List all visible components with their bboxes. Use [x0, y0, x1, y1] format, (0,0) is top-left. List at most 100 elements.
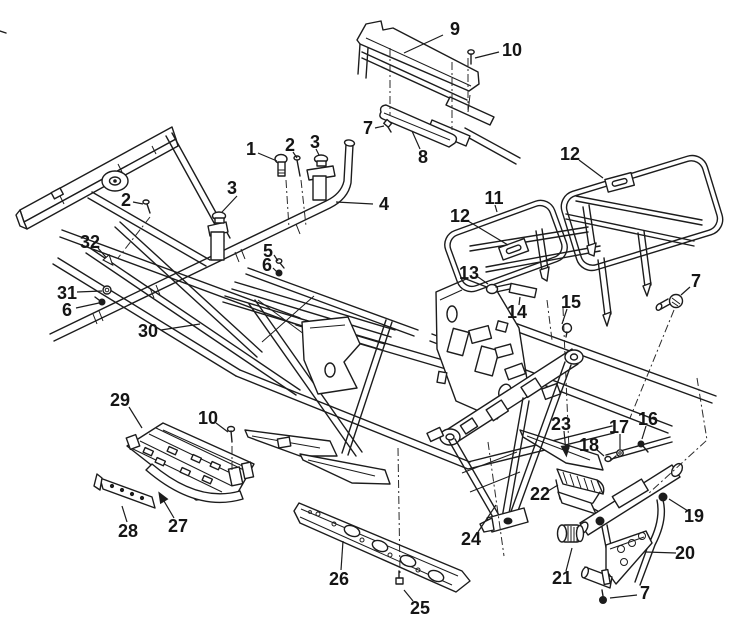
callout-leader-16 — [641, 425, 647, 440]
callout-label-28-37: 28 — [118, 521, 138, 541]
callout-label-2-8: 2 — [121, 190, 131, 210]
front-bumper-bar — [15, 126, 179, 230]
callout-label-25-33: 25 — [410, 598, 430, 618]
callout-leader-21 — [565, 547, 573, 572]
rack-leg — [597, 257, 612, 317]
callout-label-5-10: 5 — [263, 241, 273, 261]
callout-leader-3 — [315, 148, 320, 156]
callout-label-29-35: 29 — [110, 390, 130, 410]
callout-label-12-16: 12 — [560, 144, 580, 164]
callout-label-31-13: 31 — [57, 283, 77, 303]
callout-label-23-26: 23 — [551, 414, 571, 434]
nut-31 — [102, 285, 112, 295]
callout-label-4-9: 4 — [379, 194, 389, 214]
callout-label-15-21: 15 — [561, 292, 581, 312]
callout-label-8-3: 8 — [418, 147, 428, 167]
callout-label-22-27: 22 — [530, 484, 550, 504]
callout-leader-6 — [272, 267, 278, 273]
rack-slat — [498, 237, 530, 261]
center-gusset-plate — [435, 278, 529, 420]
scan-artifact — [0, 30, 7, 34]
callout-label-1-4: 1 — [246, 139, 256, 159]
screw-2 — [142, 199, 151, 214]
support-tube-4 — [49, 139, 356, 342]
callout-leader-4 — [335, 201, 374, 205]
callout-leader-12 — [578, 159, 604, 179]
callout-leader-7 — [609, 594, 638, 599]
projection-line — [487, 441, 505, 557]
callout-leader-7 — [374, 125, 385, 129]
callout-label-7-31: 7 — [640, 583, 650, 603]
footboard-trim-27 — [145, 463, 244, 504]
rear-beam — [426, 348, 584, 446]
knob-21 — [556, 524, 585, 543]
callout-arrowhead-32 — [102, 253, 114, 267]
callout-leader-7 — [680, 286, 691, 296]
mounting-post — [207, 211, 229, 261]
callout-leader-8 — [411, 130, 421, 150]
callout-label-14-20: 14 — [507, 302, 527, 322]
callout-leader-13 — [477, 276, 489, 285]
bolt-1 — [274, 153, 288, 177]
screw-18 — [604, 455, 617, 463]
callout-arrowhead-23 — [560, 444, 571, 458]
mount-tube-19 — [577, 462, 684, 536]
nut-15 — [561, 322, 573, 338]
callout-leader-15 — [561, 308, 568, 325]
callout-label-9-0: 9 — [450, 19, 460, 39]
callout-leader-3 — [221, 195, 238, 213]
callout-label-19-28: 19 — [684, 506, 704, 526]
bolt-7 — [599, 589, 607, 604]
projection-line — [397, 447, 401, 575]
bolt-7 — [383, 118, 393, 133]
screw-2 — [293, 155, 301, 177]
callout-label-3-7: 3 — [227, 178, 237, 198]
bolt-6 — [94, 296, 106, 306]
callout-label-13-19: 13 — [459, 263, 479, 283]
callout-leader-28 — [121, 505, 128, 523]
callout-label-7-2: 7 — [363, 118, 373, 138]
callout-leader-2 — [132, 201, 144, 205]
callout-label-10-36: 10 — [198, 408, 218, 428]
callout-label-11-17: 11 — [484, 188, 503, 208]
bumper-hook-plate — [445, 96, 495, 126]
callout-leader-31 — [76, 290, 103, 293]
rack-leg — [637, 230, 652, 288]
callout-label-21-30: 21 — [552, 568, 572, 588]
callout-label-6-14: 6 — [62, 300, 72, 320]
callout-label-27-38: 27 — [168, 516, 188, 536]
callout-label-17-24: 17 — [609, 417, 629, 437]
callout-leader-30 — [160, 323, 201, 331]
bolt-16 — [637, 440, 649, 453]
callout-leader-6 — [75, 302, 100, 309]
callout-leader-10 — [215, 422, 229, 433]
bolt-13 — [485, 283, 511, 295]
rack-leg — [582, 204, 596, 248]
callout-leader-9 — [403, 34, 444, 54]
bolt-7 — [655, 293, 684, 311]
footboard-trim-28 — [93, 473, 156, 509]
callout-leader-5 — [273, 254, 279, 262]
callout-leader-2 — [292, 151, 298, 159]
callout-label-18-25: 18 — [579, 435, 599, 455]
frame-disc — [101, 170, 129, 192]
screw-10 — [467, 49, 475, 65]
callout-label-16-23: 16 — [638, 409, 658, 429]
callout-leader-26 — [340, 540, 344, 571]
main-frame — [52, 127, 717, 485]
projection-lines — [117, 179, 307, 259]
skid-plate — [293, 502, 471, 593]
callout-label-24-32: 24 — [461, 529, 481, 549]
callout-leader-20 — [645, 551, 677, 554]
callout-label-10-1: 10 — [502, 40, 522, 60]
callout-leader-14 — [518, 296, 521, 306]
bolt-25 — [395, 570, 404, 585]
mounting-post — [306, 154, 336, 201]
callout-leader-29 — [128, 406, 143, 429]
bracket-20 — [580, 499, 666, 589]
callout-leader-12 — [467, 220, 509, 246]
bumper-top-plate — [356, 20, 480, 92]
